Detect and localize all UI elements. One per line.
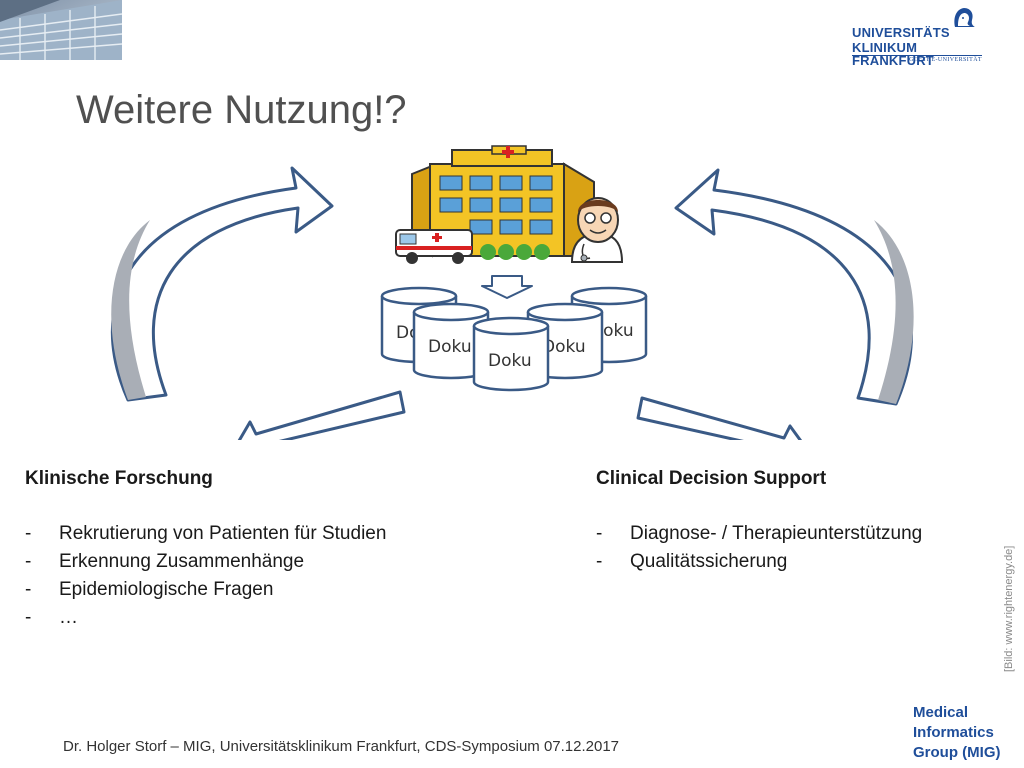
database-label: Doku bbox=[428, 337, 472, 357]
list-item: -… bbox=[25, 604, 386, 632]
cds-heading: Clinical Decision Support bbox=[596, 468, 827, 489]
list-item: - Diagnose- / Therapieunterstützung bbox=[596, 520, 922, 548]
right-curved-arrow-icon bbox=[674, 168, 914, 406]
group-line-3: Group (MIG) bbox=[913, 744, 1001, 761]
logo-line-1: UNIVERSITÄTS bbox=[852, 25, 950, 40]
image-credit: [Bild: www.rightenergy.de] bbox=[1003, 545, 1015, 672]
list-item-text: Epidemiologische Fragen bbox=[59, 579, 274, 600]
down-arrow-icon bbox=[481, 275, 533, 299]
slide-title: Weitere Nutzung!? bbox=[76, 88, 407, 132]
logo-rule bbox=[852, 55, 982, 56]
right-straight-arrow-icon bbox=[636, 396, 803, 440]
list-item: - Qualitätssicherung bbox=[596, 548, 922, 576]
slide-footer: Dr. Holger Storf – MIG, Universitätsklin… bbox=[63, 738, 620, 755]
list-item-text: Erkennung Zusammenhänge bbox=[59, 551, 305, 572]
bullet-dash: - bbox=[596, 551, 603, 572]
university-logo: UNIVERSITÄTS KLINIKUM FRANKFURT GOETHE-U… bbox=[852, 6, 984, 68]
logo-line-2: KLINIKUM FRANKFURT bbox=[852, 40, 934, 68]
database-icon: Doku bbox=[472, 316, 550, 392]
list-item: - Erkennung Zusammenhänge bbox=[25, 548, 386, 576]
list-item-text: … bbox=[59, 607, 78, 628]
list-item: - Rekrutierung von Patienten für Studien bbox=[25, 520, 386, 548]
doctor-icon bbox=[570, 197, 624, 263]
ambulance-icon bbox=[395, 229, 473, 264]
usage-diagram: Doku Doku Doku Doku Doku bbox=[110, 145, 914, 440]
database-icon: Doku bbox=[412, 302, 490, 380]
database-stack: Doku Doku Doku Doku Doku bbox=[380, 286, 648, 392]
bullet-dash: - bbox=[25, 523, 32, 544]
list-item-text: Diagnose- / Therapieunterstützung bbox=[630, 523, 923, 544]
database-label: Doku bbox=[488, 351, 532, 371]
goethe-portrait-icon bbox=[954, 8, 975, 27]
list-item: - Epidemiologische Fragen bbox=[25, 576, 386, 604]
bullet-dash: - bbox=[596, 523, 603, 544]
left-straight-arrow-icon bbox=[237, 390, 406, 440]
research-list: -Rekrutierung von Patienten für Studien … bbox=[25, 520, 386, 632]
list-item-text: Rekrutierung von Patienten für Studien bbox=[59, 523, 387, 544]
research-heading: Klinische Forschung bbox=[25, 468, 213, 489]
left-curved-arrow-icon bbox=[110, 166, 334, 402]
list-item-text: Qualitätssicherung bbox=[630, 551, 788, 572]
database-label: Doku bbox=[542, 337, 586, 357]
bullet-dash: - bbox=[25, 551, 32, 572]
building-photo bbox=[0, 0, 122, 60]
group-line-2: Informatics bbox=[913, 724, 994, 741]
group-label: Medical Informatics Group (MIG) bbox=[913, 703, 1000, 763]
group-line-1: Medical bbox=[913, 704, 969, 721]
bullet-dash: - bbox=[25, 607, 32, 628]
cds-list: - Diagnose- / Therapieunterstützung - Qual… bbox=[596, 520, 922, 576]
bullet-dash: - bbox=[25, 579, 32, 600]
logo-line-3: GOETHE-UNIVERSITÄT bbox=[909, 57, 982, 63]
